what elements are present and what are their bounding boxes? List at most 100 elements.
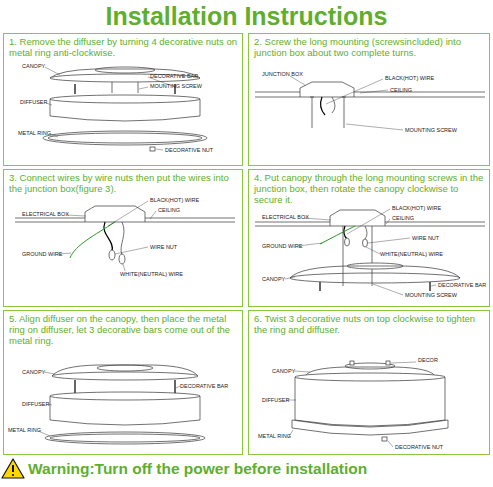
path-shape — [12, 465, 14, 472]
ellipse-shape — [363, 239, 368, 247]
rect-shape — [150, 147, 155, 151]
path-shape — [332, 97, 335, 113]
ellipse-shape — [50, 434, 200, 442]
part-label: METAL RING — [18, 131, 51, 137]
path-shape — [344, 226, 347, 239]
path-shape — [112, 82, 138, 93]
step6-drawing — [286, 361, 448, 447]
path-shape — [290, 266, 460, 278]
part-label: MOUNTING SCREW — [405, 293, 457, 299]
path-shape — [121, 222, 124, 255]
title-text: Installation Instructions — [0, 2, 493, 31]
circle-shape — [12, 474, 14, 476]
step5-drawing — [38, 365, 205, 444]
step-text: 4. Put canopy through the long mounting … — [249, 170, 489, 208]
rect-shape — [382, 437, 387, 441]
part-label: MOUNTING SCREW — [150, 84, 202, 90]
part-label: CANOPY — [262, 277, 285, 283]
ellipse-shape — [295, 373, 445, 381]
part-label: CEILING — [158, 208, 180, 214]
ellipse-shape — [50, 392, 200, 400]
warning-text: Warning:Turn off the power before instal… — [28, 460, 367, 478]
part-label: DECOR — [418, 358, 438, 364]
step-panel: 5. Align diffuser on the canopy, then pl… — [3, 310, 243, 455]
part-label: GROUND WIRE — [22, 252, 62, 258]
step-text: 5. Align diffuser on the canopy, then pl… — [4, 311, 242, 349]
part-label: WHITE(NEUTRAL) WIRE — [120, 272, 183, 278]
part-label: WIRE NUT — [150, 245, 177, 251]
ellipse-shape — [290, 273, 460, 283]
path-shape — [295, 377, 445, 426]
part-label: DIFFUSER — [22, 402, 50, 408]
path-shape — [50, 99, 200, 121]
path-shape — [45, 67, 175, 150]
path-shape — [320, 282, 430, 291]
path-shape — [70, 222, 115, 258]
warning-symbol — [2, 459, 24, 478]
part-label: DECORATIVE BAR — [150, 74, 198, 80]
path-shape — [312, 97, 344, 128]
ellipse-shape — [45, 432, 205, 444]
part-label: MOUNTING SCREW — [405, 128, 457, 134]
part-label: CANOPY — [22, 370, 45, 376]
part-label: DECORATIVE BAR — [438, 283, 486, 289]
ellipse-shape — [109, 250, 115, 260]
part-label: ELECTRICAL BOX — [22, 212, 69, 218]
part-label: METAL RING — [8, 428, 41, 434]
path-shape — [50, 396, 200, 425]
ellipse-shape — [43, 131, 207, 145]
path-shape — [292, 420, 448, 435]
ellipse-shape — [50, 95, 200, 103]
part-label: ELECTRICAL BOX — [262, 215, 309, 221]
part-label: BLACK(HOT) WIRE — [150, 198, 199, 204]
ellipse-shape — [95, 67, 155, 73]
path-shape — [330, 210, 385, 226]
path-shape — [38, 372, 180, 436]
part-label: DECORATIVE NUT — [395, 445, 443, 451]
part-label: WIRE NUT — [412, 236, 439, 242]
step-panel: 2. Screw the long mounting (screwsinclud… — [248, 33, 490, 166]
path-shape — [321, 97, 325, 115]
ellipse-shape — [97, 365, 153, 371]
rect-shape — [350, 361, 354, 365]
part-label: DECORATIVE NUT — [165, 148, 213, 154]
part-label: BLACK(HOT) WIRE — [392, 206, 441, 212]
rect-shape — [386, 361, 390, 365]
part-label: CEILING — [392, 216, 414, 222]
part-label: CANOPY — [272, 369, 295, 375]
ellipse-shape — [119, 254, 125, 264]
step-text: 6. Twist 3 decorative nuts on top clockw… — [249, 311, 489, 337]
step-text: 2. Screw the long mounting (screwsinclud… — [249, 34, 489, 60]
step2-drawing — [255, 76, 485, 130]
step3-drawing — [15, 201, 235, 271]
ellipse-shape — [50, 74, 200, 82]
path-shape — [365, 226, 367, 239]
part-label: DECORATIVE BAR — [180, 384, 228, 390]
ellipse-shape — [48, 133, 202, 143]
path-shape — [343, 226, 372, 286]
part-label: JUNCTION BOX — [262, 72, 303, 78]
path-shape — [286, 362, 416, 447]
path-shape — [58, 201, 156, 271]
path-shape — [290, 76, 403, 130]
step-text: 3. Connect wires by wire nuts then put t… — [4, 170, 242, 196]
part-label: CEILING — [390, 88, 412, 94]
ellipse-shape — [345, 238, 350, 246]
part-label: CANOPY — [22, 64, 45, 70]
part-label: GROUND WIRE — [262, 244, 302, 250]
path-shape — [310, 97, 346, 98]
step-panel: 3. Connect wires by wire nuts then put t… — [3, 169, 243, 307]
part-label: DIFFUSER — [20, 100, 48, 106]
part-label: METAL RING — [258, 434, 291, 440]
ellipse-shape — [52, 372, 198, 380]
step1-drawing — [43, 67, 207, 151]
path-shape — [255, 92, 485, 97]
path-shape — [300, 82, 354, 97]
part-label: WHITE(NEUTRAL) WIRE — [380, 252, 443, 258]
step-text: 1. Remove the diffuser by turning 4 deco… — [4, 34, 242, 60]
part-label: BLACK(HOT) WIRE — [385, 76, 434, 82]
part-label: DIFFUSER — [262, 398, 290, 404]
polygon-shape — [2, 459, 24, 478]
